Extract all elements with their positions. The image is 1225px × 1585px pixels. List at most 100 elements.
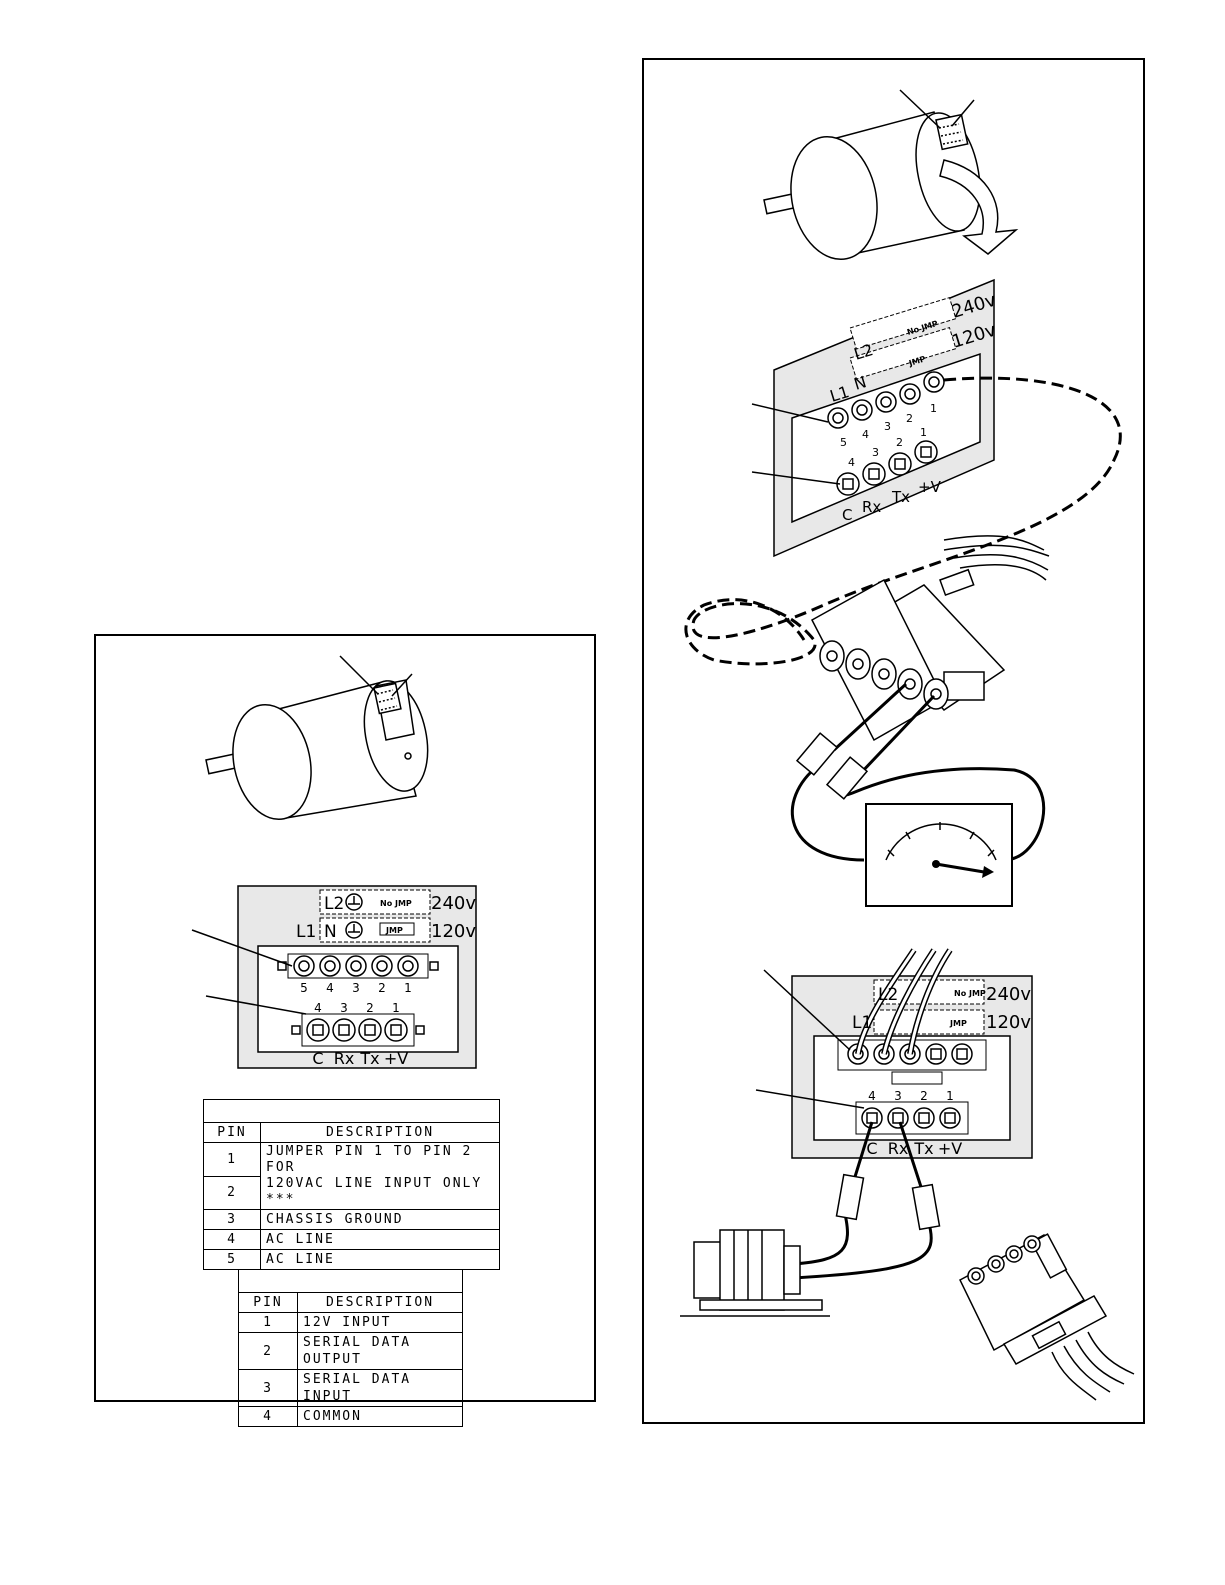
motor-illustration [205, 655, 429, 821]
table-cell-pin: 4 [203, 1229, 261, 1250]
merged-description-line1: JUMPER PIN 1 TO PIN 2 FOR [266, 1144, 473, 1175]
table-row: 3 SERIAL DATA INPUT [238, 1369, 463, 1407]
label-l2: L2 [324, 894, 344, 914]
label-n: N [324, 922, 337, 942]
table-cell-pin: 3 [203, 1209, 261, 1230]
power-pin-label: 2 [906, 412, 913, 425]
label-no-jmp: No JMP [954, 989, 986, 998]
table-cell-description: JUMPER PIN 1 TO PIN 2 FOR 120VAC LINE IN… [260, 1142, 500, 1210]
table-row: 1 12V INPUT [238, 1312, 463, 1333]
control-pin-label: 2 [366, 1001, 374, 1015]
control-name-tx: Tx [359, 1049, 379, 1068]
control-pin-label: 3 [894, 1089, 902, 1103]
table-row: 3 CHASSIS GROUND [203, 1209, 500, 1230]
control-name-c: C [312, 1049, 323, 1068]
table-cell-pin: 2 [203, 1175, 261, 1210]
power-table-header-pin: PIN [203, 1122, 261, 1143]
power-pin-label: 3 [352, 981, 360, 995]
control-pin-label: 4 [868, 1089, 876, 1103]
label-jmp: JMP [385, 926, 403, 935]
control-pin-label: 2 [920, 1089, 928, 1103]
control-table-header-pin: PIN [238, 1292, 298, 1313]
table-cell-pin: 4 [238, 1406, 298, 1427]
label-l1: L1 [296, 922, 316, 942]
curved-arrow-icon [939, 159, 1019, 255]
table-cell-description: 12V INPUT [297, 1312, 463, 1333]
merged-description-line2: 120VAC LINE INPUT ONLY *** [266, 1176, 483, 1207]
control-pin-label: 4 [314, 1001, 322, 1015]
control-name-v: +V [918, 478, 942, 496]
label-120v: 120v [986, 1012, 1031, 1033]
table-cell-pin: 1 [238, 1312, 298, 1333]
label-l1: L1 [828, 382, 852, 406]
power-pin-label: 1 [930, 402, 937, 415]
power-pin-label: 2 [378, 981, 386, 995]
table-row: 4 COMMON [238, 1406, 463, 1427]
table-cell-description: AC LINE [260, 1249, 500, 1270]
label-l1: L1 [852, 1013, 872, 1033]
table-cell-description: AC LINE [260, 1229, 500, 1250]
power-pin-label: 5 [840, 436, 847, 449]
control-name-tx: Tx [913, 1139, 933, 1158]
table-cell-pin: 5 [203, 1249, 261, 1270]
control-connector-table: PIN DESCRIPTION 1 12V INPUT 2 SERIAL DAT… [238, 1269, 463, 1427]
label-120v: 120v [431, 921, 476, 942]
connector-board: L2 L1 N No JMP JMP 240v 120v 5 4 3 2 1 4… [191, 885, 477, 1069]
connector-board-wired: L2 L1 No JMP JMP 240v 120v 4 3 2 1 C Rx … [755, 948, 1033, 1159]
right-panel: L2 L1 N No JMP JMP 240v 120v 5 4 3 2 1 4… [642, 58, 1145, 1424]
table-cell-description: COMMON [297, 1406, 463, 1427]
motor-illustration [763, 89, 981, 261]
control-table-header-description: DESCRIPTION [297, 1292, 463, 1313]
left-diagram: L2 L1 N No JMP JMP 240v 120v 5 4 3 2 1 4… [191, 655, 477, 1069]
left-panel: L2 L1 N No JMP JMP 240v 120v 5 4 3 2 1 4… [94, 634, 596, 1427]
power-plug [810, 535, 1050, 742]
power-pin-label: 1 [404, 981, 412, 995]
control-name-rx: Rx [862, 498, 881, 516]
table-row: 4 AC LINE [203, 1229, 500, 1250]
table-cell-description: SERIAL DATA OUTPUT [297, 1332, 463, 1370]
control-pin-label: 3 [872, 446, 879, 459]
control-name-rx: Rx [334, 1049, 355, 1068]
control-name-tx: Tx [891, 488, 910, 506]
control-pin-label: 1 [946, 1089, 954, 1103]
power-pin-label: 4 [862, 428, 869, 441]
label-240v: 240v [986, 984, 1031, 1005]
label-l2: L2 [852, 340, 876, 364]
table-row: 5 AC LINE [203, 1249, 500, 1270]
connector-board-tilted: L2 L1 N No JMP JMP 240v 120v 5 4 3 2 1 4… [751, 278, 999, 558]
control-pin-label: 2 [896, 436, 903, 449]
table-cell-description: SERIAL DATA INPUT [297, 1369, 463, 1407]
control-pin-label: 1 [392, 1001, 400, 1015]
label-no-jmp: No JMP [380, 899, 412, 908]
table-cell-pin: 1 [203, 1142, 261, 1177]
table-row: 2 SERIAL DATA OUTPUT [238, 1332, 463, 1370]
control-pin-label: 1 [920, 426, 927, 439]
control-name-c: C [866, 1139, 877, 1158]
table-cell-description: CHASSIS GROUND [260, 1209, 500, 1230]
control-name-v: +V [938, 1139, 962, 1158]
label-240v: 240v [431, 893, 476, 914]
power-table-title [203, 1099, 500, 1123]
power-pin-label: 5 [300, 981, 308, 995]
control-name-v: +V [384, 1049, 408, 1068]
label-n: N [852, 372, 869, 394]
dashed-loop [684, 376, 1122, 666]
right-diagram: L2 L1 N No JMP JMP 240v 120v 5 4 3 2 1 4… [680, 89, 1135, 1401]
control-plug [959, 1233, 1135, 1401]
control-pin-label: 3 [340, 1001, 348, 1015]
label-l2: L2 [878, 985, 898, 1005]
table-cell-pin: 3 [238, 1369, 298, 1407]
control-name-c: C [842, 506, 852, 524]
power-pin-label: 4 [326, 981, 334, 995]
test-device-icon [680, 1229, 830, 1317]
control-table-title [238, 1269, 463, 1293]
power-pin-label: 3 [884, 420, 891, 433]
meter-leads [790, 682, 1046, 862]
control-name-rx: Rx [888, 1139, 909, 1158]
power-table-header-description: DESCRIPTION [260, 1122, 500, 1143]
power-connector-table: PIN DESCRIPTION 1 JUMPER PIN 1 TO PIN 2 … [203, 1099, 500, 1270]
label-jmp: JMP [949, 1019, 967, 1028]
meter-gauge-icon [865, 803, 1013, 907]
control-pin-label: 4 [848, 456, 855, 469]
table-cell-pin: 2 [238, 1332, 298, 1370]
